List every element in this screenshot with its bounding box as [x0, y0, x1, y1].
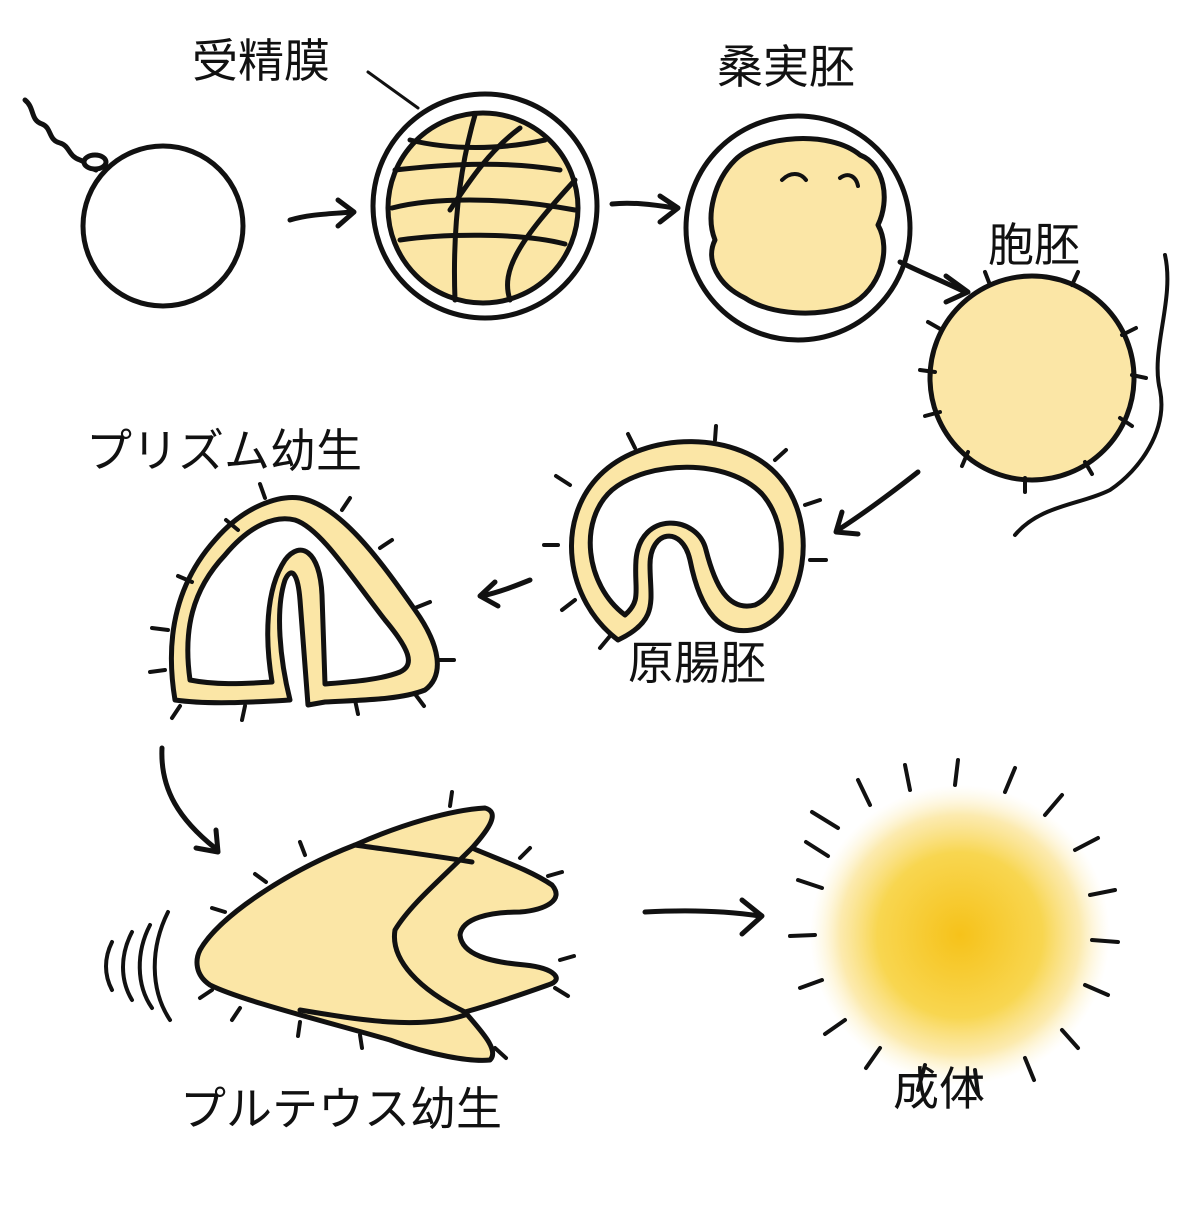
arrow-blastula-to-gastrula	[835, 469, 921, 533]
pluteus-larva	[104, 790, 576, 1063]
label-adult: 成体	[893, 1062, 985, 1116]
label-blastula: 胞胚	[988, 218, 1080, 272]
label-morula: 桑実胚	[717, 40, 855, 94]
label-fertilization-membrane: 受精膜	[192, 34, 330, 88]
arrow-morula-to-blastula	[897, 259, 968, 295]
blastula	[918, 253, 1170, 537]
arrow-pluteus-to-adult	[642, 908, 763, 919]
label-pluteus-larva: プルテウス幼生	[180, 1082, 502, 1136]
prism-larva	[148, 482, 456, 722]
arrow-egg-to-cleavage	[287, 209, 355, 223]
arrow-gastrula-to-prism	[479, 577, 533, 599]
morula	[683, 113, 913, 343]
adult-sea-urchin	[788, 758, 1120, 1096]
cleavage-embryo	[370, 91, 600, 321]
arrow-cleavage-to-morula	[609, 200, 678, 211]
membrane-pointer	[366, 70, 420, 110]
label-gastrula: 原腸胚	[628, 636, 766, 690]
arrow-prism-to-pluteus	[159, 745, 218, 851]
egg	[22, 97, 246, 309]
gastrula	[542, 424, 828, 650]
label-prism-larva: プリズム幼生	[86, 424, 362, 478]
